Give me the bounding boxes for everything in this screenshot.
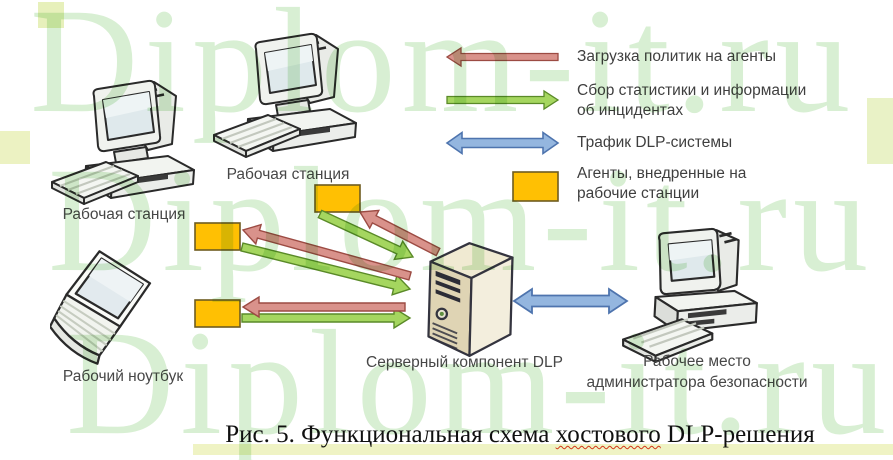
stats-arrow-workstation2 — [317, 209, 415, 261]
workstation-2-label: Рабочая станция — [226, 166, 350, 183]
legend-item-traffic: Трафик DLP-системы — [577, 134, 733, 151]
workstation-1-label: Рабочая станция — [62, 206, 186, 223]
legend-item-stats: Сбор статистики и информации об инцидент… — [577, 82, 807, 119]
laptop-label: Рабочий ноутбук — [62, 368, 184, 385]
policy-arrow-laptop — [241, 295, 406, 319]
caption-spellcheck-word: хостового — [555, 421, 661, 448]
stats-arrow-workstation1 — [240, 242, 412, 296]
legend-red-arrow-swatch — [445, 46, 559, 68]
legend-item-policy: Загрузка политик на агенты — [577, 48, 777, 65]
dlp-traffic-arrow — [512, 287, 629, 315]
legend-green-arrow-swatch — [446, 89, 560, 111]
stats-arrow-laptop — [241, 306, 412, 330]
figure-caption: Рис. 5. Функциональная схема хостового D… — [150, 421, 890, 449]
admin-label: Рабочее место администратора безопасност… — [563, 351, 831, 393]
caption-suffix: DLP-решения — [660, 421, 815, 448]
laptop-icon — [50, 250, 152, 365]
admin-label-line1: Рабочее место — [643, 353, 751, 370]
agent-box-laptop — [194, 299, 241, 328]
dlp-server-icon — [427, 242, 514, 358]
admin-workstation-icon — [622, 227, 758, 363]
caption-prefix: Рис. 5. Функциональная схема — [225, 421, 556, 448]
legend-agent-swatch — [512, 171, 559, 202]
admin-label-line2: администратора безопасности — [586, 374, 808, 391]
legend-blue-arrow-swatch — [445, 130, 560, 156]
agent-box-workstation1 — [194, 222, 241, 251]
policy-arrow-workstation1 — [241, 223, 412, 281]
legend-item-agents: Агенты, внедренные на рабочие станции — [577, 165, 747, 202]
policy-arrow-workstation2 — [358, 209, 441, 257]
server-label: Серверный компонент DLP — [366, 354, 563, 371]
agent-box-workstation2 — [314, 184, 361, 213]
